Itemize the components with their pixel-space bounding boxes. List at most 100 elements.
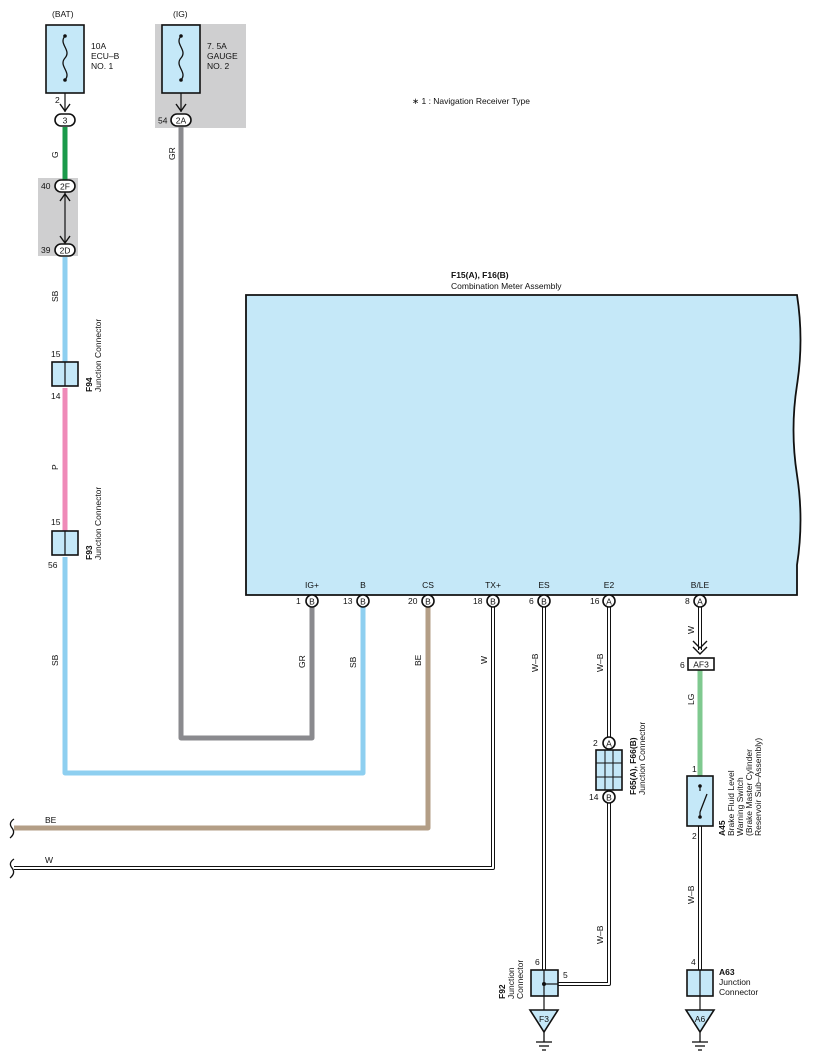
wire-wb-f65-f92 xyxy=(558,802,611,986)
svg-text:A: A xyxy=(606,739,612,749)
junction-f94: 15 14 F94 Junction Connector xyxy=(51,319,103,401)
svg-text:W–B: W–B xyxy=(530,653,540,672)
terminal-igplus: IG+ xyxy=(305,580,319,590)
svg-text:B: B xyxy=(425,597,431,607)
svg-text:Junction Connector: Junction Connector xyxy=(93,319,103,392)
svg-text:18: 18 xyxy=(473,596,483,606)
wire-break-marks xyxy=(9,818,15,879)
terminal-txplus: TX+ xyxy=(485,580,501,590)
fuse-symbol-icon xyxy=(62,35,68,81)
svg-text:2: 2 xyxy=(692,831,697,841)
svg-text:1: 1 xyxy=(296,596,301,606)
connector-3: 3 xyxy=(54,113,76,127)
svg-text:W: W xyxy=(45,855,53,865)
arrow-down-icon xyxy=(692,646,708,655)
svg-text:SB: SB xyxy=(50,290,60,302)
junction-f65-f66: 2 A 14 B F65(A), F66(B) Junction Connect… xyxy=(589,722,647,804)
connector-af3: 6 AF3 xyxy=(680,640,715,671)
fuse-gauge: (IG) 7. 5A GAUGE NO. 2 xyxy=(161,9,238,113)
svg-text:GR: GR xyxy=(297,655,307,668)
svg-text:F94: F94 xyxy=(84,377,94,392)
svg-text:A: A xyxy=(697,597,703,607)
svg-text:6: 6 xyxy=(529,596,534,606)
wire-be xyxy=(14,606,431,831)
svg-text:B: B xyxy=(360,597,366,607)
svg-text:BE: BE xyxy=(413,654,423,666)
svg-text:13: 13 xyxy=(343,596,353,606)
ground-triangle-icon xyxy=(684,1009,716,1034)
svg-text:BE: BE xyxy=(45,815,57,825)
svg-text:2F: 2F xyxy=(60,182,70,192)
arrow-up-icon xyxy=(59,192,71,202)
wires xyxy=(14,127,703,986)
svg-text:2: 2 xyxy=(593,738,598,748)
svg-text:6: 6 xyxy=(535,957,540,967)
svg-text:40: 40 xyxy=(41,181,51,191)
svg-text:1: 1 xyxy=(692,764,697,774)
svg-text:6: 6 xyxy=(680,660,685,670)
connector-2d: 39 2D xyxy=(41,235,76,257)
ig-label: (IG) xyxy=(173,9,188,19)
connector-2f: 40 2F xyxy=(41,179,76,202)
switch-contact-icon xyxy=(699,793,708,813)
svg-text:P: P xyxy=(50,464,60,470)
svg-text:Junction: Junction xyxy=(719,977,751,987)
svg-text:8: 8 xyxy=(685,596,690,606)
svg-text:Reservoir Sub–Assembly): Reservoir Sub–Assembly) xyxy=(753,738,763,836)
svg-text:15: 15 xyxy=(51,517,61,527)
svg-text:Warning Switch: Warning Switch xyxy=(735,777,745,836)
svg-text:W–B: W–B xyxy=(595,653,605,672)
svg-text:20: 20 xyxy=(408,596,418,606)
brake-fluid-level-switch-a45: 1 2 A45 Brake Fluid Level Warning Switch… xyxy=(686,738,763,841)
svg-text:W: W xyxy=(686,626,696,634)
svg-text:B: B xyxy=(541,597,547,607)
fuse-ecub-no: NO. 1 xyxy=(91,61,113,71)
svg-text:14: 14 xyxy=(51,391,61,401)
svg-text:5: 5 xyxy=(563,970,568,980)
junction-f93: 15 56 F93 Junction Connector xyxy=(48,487,103,570)
arrow-down-icon xyxy=(59,235,71,245)
svg-text:B: B xyxy=(606,793,612,803)
ground-icon xyxy=(536,1032,552,1051)
svg-text:2A: 2A xyxy=(176,116,187,126)
bat-pin: 2 xyxy=(55,95,60,105)
junction-f92: 6 5 F92 Junction Connector F3 xyxy=(497,957,568,1051)
svg-text:16: 16 xyxy=(590,596,600,606)
svg-text:39: 39 xyxy=(41,245,51,255)
fuse-symbol-icon xyxy=(178,35,184,81)
svg-text:A: A xyxy=(606,597,612,607)
terminal-es: ES xyxy=(538,580,550,590)
wire-gr xyxy=(178,127,315,741)
svg-text:AF3: AF3 xyxy=(693,660,709,670)
arrow-down-icon xyxy=(692,640,708,649)
terminal-cs: CS xyxy=(422,580,434,590)
terminal-e2: E2 xyxy=(604,580,615,590)
svg-text:54: 54 xyxy=(158,116,168,126)
terminal-b: B xyxy=(360,580,366,590)
svg-text:F65(A), F66(B): F65(A), F66(B) xyxy=(628,737,638,795)
fuse-gauge-name: GAUGE xyxy=(207,51,238,61)
meter-terminals: IG+ 1 B B 13 B CS 20 B TX+ 18 B ES 6 B E… xyxy=(296,580,710,608)
svg-text:Connector: Connector xyxy=(515,960,525,999)
svg-text:56: 56 xyxy=(48,560,58,570)
svg-text:A45: A45 xyxy=(717,820,727,836)
svg-text:Junction Connector: Junction Connector xyxy=(637,722,647,795)
svg-text:G: G xyxy=(50,151,60,158)
svg-text:SB: SB xyxy=(50,654,60,666)
arrow-down-icon xyxy=(59,103,71,113)
svg-text:Junction Connector: Junction Connector xyxy=(93,487,103,560)
fuse-ecub: (BAT) 10A ECU–B NO. 1 2 xyxy=(45,9,120,113)
svg-text:B: B xyxy=(490,597,496,607)
terminal-ble: B/LE xyxy=(691,580,710,590)
ground-f3-label: F3 xyxy=(539,1014,549,1024)
svg-text:B: B xyxy=(309,597,315,607)
meter-code: F15(A), F16(B) xyxy=(451,270,509,280)
wire-sb-2 xyxy=(62,557,366,776)
combination-meter: F15(A), F16(B) Combination Meter Assembl… xyxy=(245,270,802,596)
svg-text:14: 14 xyxy=(589,792,599,802)
svg-text:Connector: Connector xyxy=(719,987,758,997)
svg-text:W–B: W–B xyxy=(686,885,696,904)
svg-text:(Brake Master Cylinder: (Brake Master Cylinder xyxy=(744,749,754,836)
svg-text:4: 4 xyxy=(691,957,696,967)
ground-icon xyxy=(692,1032,708,1051)
